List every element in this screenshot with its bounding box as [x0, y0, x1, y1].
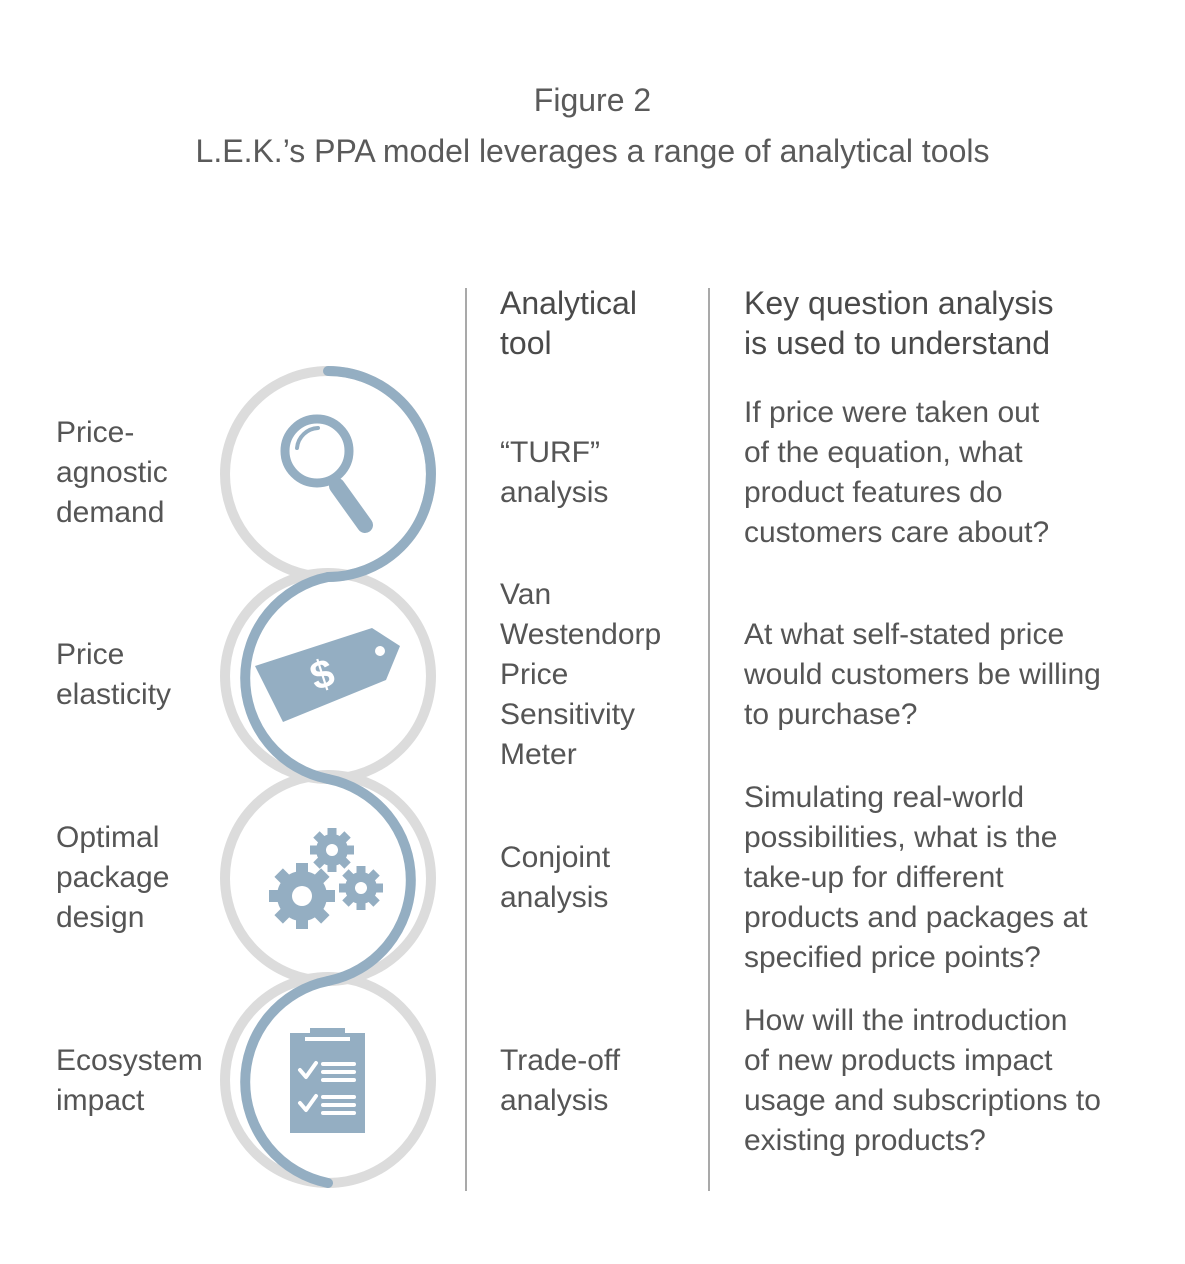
- question-line: At what self-stated price: [744, 618, 1065, 651]
- question-row-4: How will the introduction of new product…: [744, 1001, 1164, 1161]
- tool-line: Westendorp: [500, 618, 662, 651]
- header-line: Analytical: [500, 285, 637, 321]
- label-line: elasticity: [56, 678, 172, 711]
- header-line: is used to understand: [744, 325, 1050, 361]
- header-analytical-tool: Analytical tool: [500, 283, 637, 363]
- question-line: product features do: [744, 476, 1003, 509]
- question-line: customers care about?: [744, 516, 1050, 549]
- tool-line: analysis: [500, 881, 609, 914]
- gears-icon: [269, 828, 383, 929]
- tool-van-westendorp: Van Westendorp Price Sensitivity Meter: [500, 575, 700, 775]
- question-line: How will the introduction: [744, 1004, 1068, 1037]
- question-line: take-up for different: [744, 861, 1004, 894]
- tool-line: Conjoint: [500, 841, 611, 874]
- tool-line: “TURF”: [500, 436, 600, 469]
- label-line: Price-: [56, 416, 135, 449]
- label-line: package: [56, 861, 170, 894]
- label-line: agnostic: [56, 456, 168, 489]
- label-line: design: [56, 901, 145, 934]
- row-label-price-elasticity: Price elasticity: [56, 635, 216, 715]
- row-label-price-agnostic-demand: Price- agnostic demand: [56, 413, 216, 533]
- checklist-icon: [290, 1028, 365, 1133]
- tool-line: Van: [500, 578, 552, 611]
- tool-line: Sensitivity: [500, 698, 636, 731]
- label-line: Optimal: [56, 821, 160, 854]
- tool-line: analysis: [500, 1084, 609, 1117]
- question-line: Simulating real-world: [744, 781, 1025, 814]
- ring-3-arc: [323, 774, 416, 986]
- figure-title: L.E.K.’s PPA model leverages a range of …: [195, 133, 990, 169]
- row-label-ecosystem-impact: Ecosystem impact: [56, 1041, 216, 1121]
- label-line: Ecosystem: [56, 1044, 203, 1077]
- label-line: Price: [56, 638, 125, 671]
- tool-trade-off-analysis: Trade-off analysis: [500, 1041, 700, 1121]
- magnifying-glass-icon: [280, 414, 373, 533]
- question-row-2: At what self-stated price would customer…: [744, 615, 1164, 735]
- header-key-question: Key question analysis is used to underst…: [744, 283, 1054, 363]
- price-tag-icon: $: [255, 628, 400, 722]
- column-divider-right: [708, 288, 710, 1191]
- tool-line: Meter: [500, 738, 577, 771]
- header-line: tool: [500, 325, 552, 361]
- ring-2-arc: [240, 572, 333, 784]
- question-line: possibilities, what is the: [744, 821, 1058, 854]
- question-line: to purchase?: [744, 698, 918, 731]
- figure-label: Figure 2: [533, 82, 652, 118]
- question-line: would customers be willing: [744, 658, 1101, 691]
- tool-line: Price: [500, 658, 569, 691]
- question-line: of new products impact: [744, 1044, 1053, 1077]
- question-line: specified price points?: [744, 941, 1041, 974]
- question-line: of the equation, what: [744, 436, 1023, 469]
- tool-conjoint-analysis: Conjoint analysis: [500, 838, 700, 918]
- question-row-3: Simulating real-world possibilities, wha…: [744, 778, 1164, 978]
- label-line: impact: [56, 1084, 145, 1117]
- label-line: demand: [56, 496, 165, 529]
- question-line: If price were taken out: [744, 396, 1040, 429]
- ring-1-arc: [323, 366, 436, 582]
- question-line: products and packages at: [744, 901, 1088, 934]
- header-line: Key question analysis: [744, 285, 1054, 321]
- column-divider-left: [465, 288, 467, 1191]
- tool-turf-analysis: “TURF” analysis: [500, 433, 700, 513]
- question-line: usage and subscriptions to: [744, 1084, 1101, 1117]
- question-row-1: If price were taken out of the equation,…: [744, 393, 1164, 553]
- tool-line: Trade-off: [500, 1044, 621, 1077]
- row-label-optimal-package-design: Optimal package design: [56, 818, 216, 938]
- tool-line: analysis: [500, 476, 609, 509]
- ring-4-arc: [240, 976, 333, 1188]
- question-line: existing products?: [744, 1124, 986, 1157]
